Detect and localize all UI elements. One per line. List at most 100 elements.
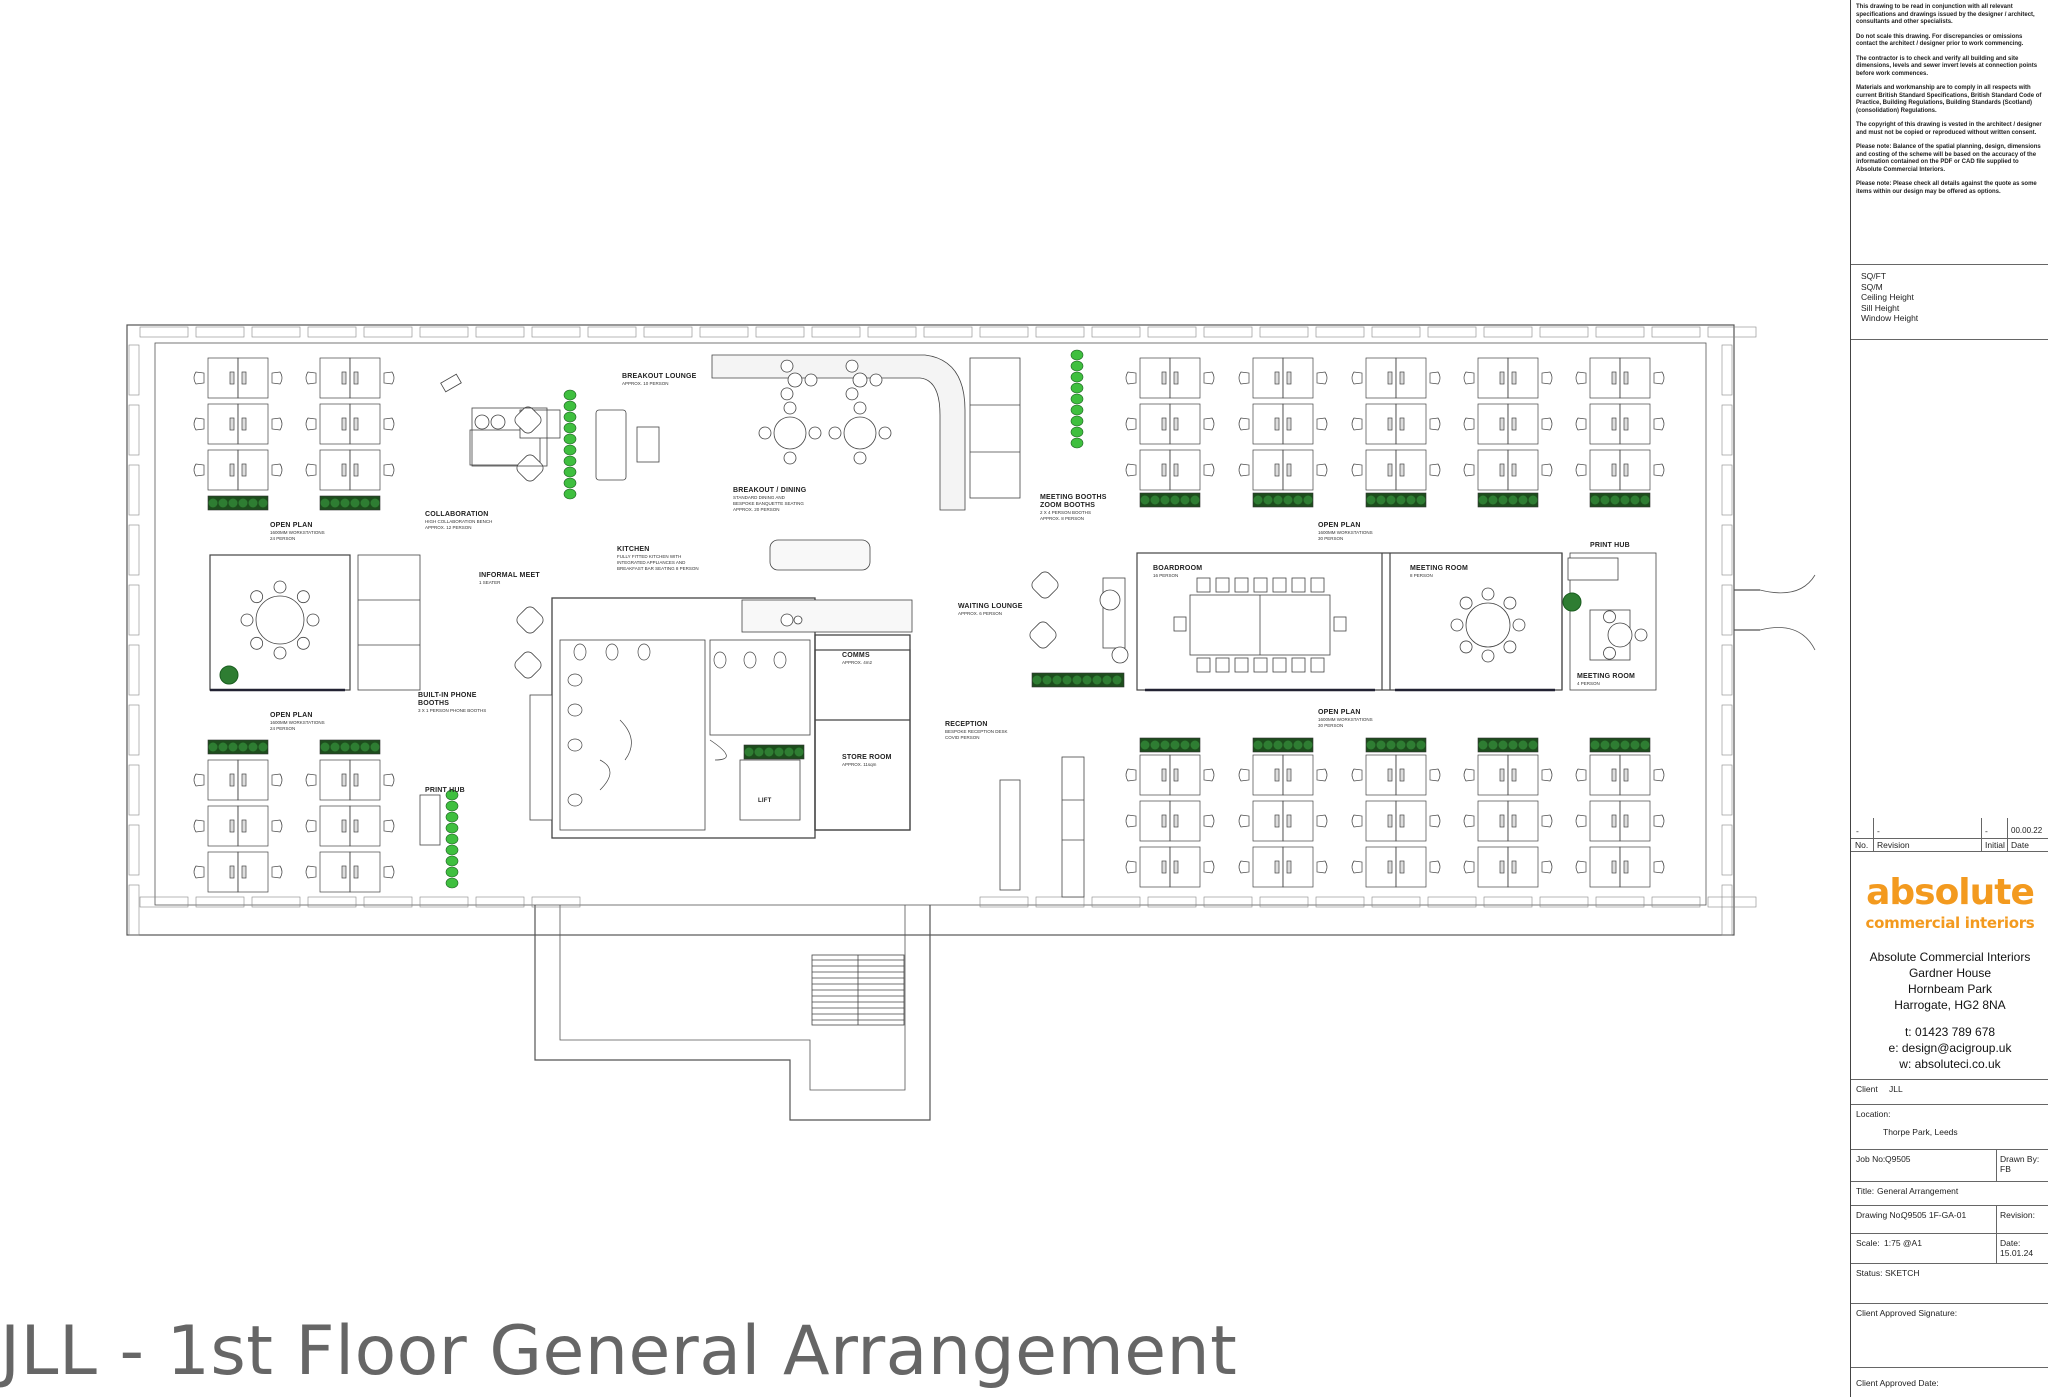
plant — [1498, 740, 1508, 750]
plant — [248, 498, 258, 508]
desk-chair — [1653, 463, 1665, 477]
boardroom-chair — [1234, 657, 1249, 673]
monitor — [1511, 860, 1517, 874]
drawing-notes: This drawing to be read in conjunction w… — [1851, 0, 2048, 265]
window — [1035, 896, 1085, 908]
desk-chair — [305, 819, 317, 833]
boardroom-chair — [1291, 657, 1306, 673]
chair — [845, 359, 859, 373]
plant — [1070, 349, 1084, 361]
lounge-chair — [514, 406, 542, 434]
plant — [445, 866, 459, 878]
stair-core-wall — [534, 905, 931, 1121]
field-status: Status: SKETCH — [1851, 1264, 2048, 1304]
window — [1721, 824, 1733, 876]
window — [307, 326, 357, 338]
window — [1315, 326, 1365, 338]
plant — [360, 498, 370, 508]
monitor — [1286, 371, 1292, 385]
window — [979, 896, 1029, 908]
monitor — [229, 463, 235, 477]
plant — [320, 742, 330, 752]
boardroom-chair — [1196, 577, 1211, 593]
window — [128, 644, 140, 696]
monitor — [1511, 814, 1517, 828]
plant — [445, 855, 459, 867]
plant — [563, 411, 577, 423]
desk-chair — [1125, 814, 1137, 828]
monitor — [1611, 417, 1617, 431]
desk-chair — [271, 773, 283, 787]
note-2: Do not scale this drawing. For discrepan… — [1856, 33, 2024, 48]
plant — [1283, 495, 1293, 505]
monitor — [1387, 463, 1393, 477]
monitor — [1511, 417, 1517, 431]
chair — [1481, 649, 1495, 663]
plant — [563, 477, 577, 489]
plant — [1376, 495, 1386, 505]
chair — [853, 401, 867, 415]
window — [128, 344, 140, 396]
plant — [784, 747, 794, 757]
desk-chair — [193, 865, 205, 879]
desk-chair — [305, 463, 317, 477]
meeting-suite-walls — [1136, 552, 1657, 692]
sub-open-plan-bottom-left: 1600MM WORKSTATIONS 24 PERSON — [270, 720, 325, 731]
plant — [1263, 495, 1273, 505]
boardroom-chair — [1196, 657, 1211, 673]
desk-chair — [1351, 768, 1363, 782]
plant — [330, 498, 340, 508]
desk-chair — [1316, 768, 1328, 782]
desk-chair — [1541, 371, 1553, 385]
window — [139, 326, 189, 338]
lounge-chair — [516, 606, 544, 634]
label-store-room: STORE ROOM — [842, 754, 892, 761]
plant — [774, 747, 784, 757]
chair — [758, 426, 772, 440]
monitor — [1161, 371, 1167, 385]
desk-chair — [383, 371, 395, 385]
window — [1721, 524, 1733, 576]
plant — [1062, 675, 1072, 685]
monitor — [1399, 417, 1405, 431]
plant — [1102, 675, 1112, 685]
plant — [1052, 675, 1062, 685]
plant — [1253, 495, 1263, 505]
plant — [445, 811, 459, 823]
boardroom-chair — [1215, 657, 1230, 673]
boardroom-chair — [1215, 577, 1230, 593]
chair — [296, 636, 310, 650]
plant — [1112, 675, 1122, 685]
window — [1483, 896, 1533, 908]
monitor — [1274, 371, 1280, 385]
window — [419, 326, 469, 338]
label-reception: RECEPTION — [945, 721, 988, 728]
window — [1595, 326, 1645, 338]
banquette-seating — [711, 354, 966, 511]
wc-pan — [743, 651, 757, 669]
desk-chair — [271, 819, 283, 833]
desk-chair — [1541, 417, 1553, 431]
sofa — [595, 409, 627, 481]
staircase — [811, 954, 905, 1026]
plant — [1032, 675, 1042, 685]
window — [363, 326, 413, 338]
desk-chair — [1351, 371, 1363, 385]
meeting-table-round — [1465, 602, 1511, 648]
lounge-furniture — [419, 357, 1631, 846]
plant — [1070, 371, 1084, 383]
label-informal-meet: INFORMAL MEET — [479, 572, 540, 579]
boardroom-chair — [1310, 657, 1325, 673]
window — [195, 326, 245, 338]
plant — [445, 789, 459, 801]
plant — [1150, 495, 1160, 505]
desk-chair — [1125, 371, 1137, 385]
monitor — [241, 371, 247, 385]
label-breakout-lounge: BREAKOUT LOUNGE — [622, 373, 697, 380]
desk-chair — [1316, 371, 1328, 385]
plant — [330, 742, 340, 752]
monitor — [1499, 814, 1505, 828]
plant — [1070, 382, 1084, 394]
plant — [445, 833, 459, 845]
monitor — [1511, 371, 1517, 385]
